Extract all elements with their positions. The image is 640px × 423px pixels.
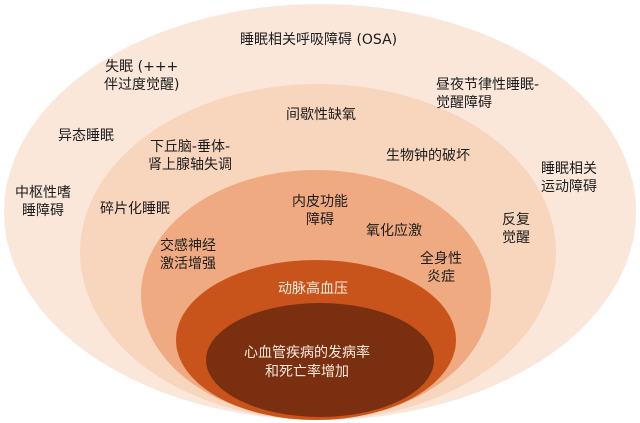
label-sleep-fragmentation: 碎片化睡眠 [100, 201, 170, 217]
label-sleep-movement-disorder: 睡眠相关 运动障碍 [541, 161, 597, 195]
label-biological-clock-disruption: 生物钟的破坏 [386, 148, 470, 164]
label-parasomnia: 异态睡眠 [58, 128, 114, 144]
label-arterial-hypertension: 动脉高血压 [278, 281, 348, 297]
ring-cardiovascular-outcome [206, 303, 434, 417]
label-hpa-axis-dysregulation: 下丘脑-垂体- 肾上腺轴失调 [148, 139, 232, 173]
label-insomnia: 失眠 (+++ 伴过度觉醒) [104, 59, 180, 93]
label-repeated-arousal: 反复 觉醒 [502, 212, 530, 246]
label-systemic-inflammation: 全身性 炎症 [420, 251, 462, 285]
label-sympathetic-activation: 交感神经 激活增强 [160, 238, 216, 272]
label-sleep-related-breathing-disorder: 睡眠相关呼吸障碍 (OSA) [240, 32, 398, 48]
label-circadian-rhythm-disorder: 昼夜节律性睡眠- 觉醒障碍 [436, 77, 540, 111]
label-endothelial-dysfunction: 内皮功能 障碍 [292, 194, 348, 228]
label-intermittent-hypoxia: 间歇性缺氧 [286, 107, 356, 123]
label-central-hypersomnia: 中枢性嗜 睡障碍 [15, 185, 71, 219]
label-cardiovascular-morbidity-mortality: 心血管疾病的发病率 和死亡率增加 [244, 345, 370, 380]
label-oxidative-stress: 氧化应激 [366, 223, 422, 239]
